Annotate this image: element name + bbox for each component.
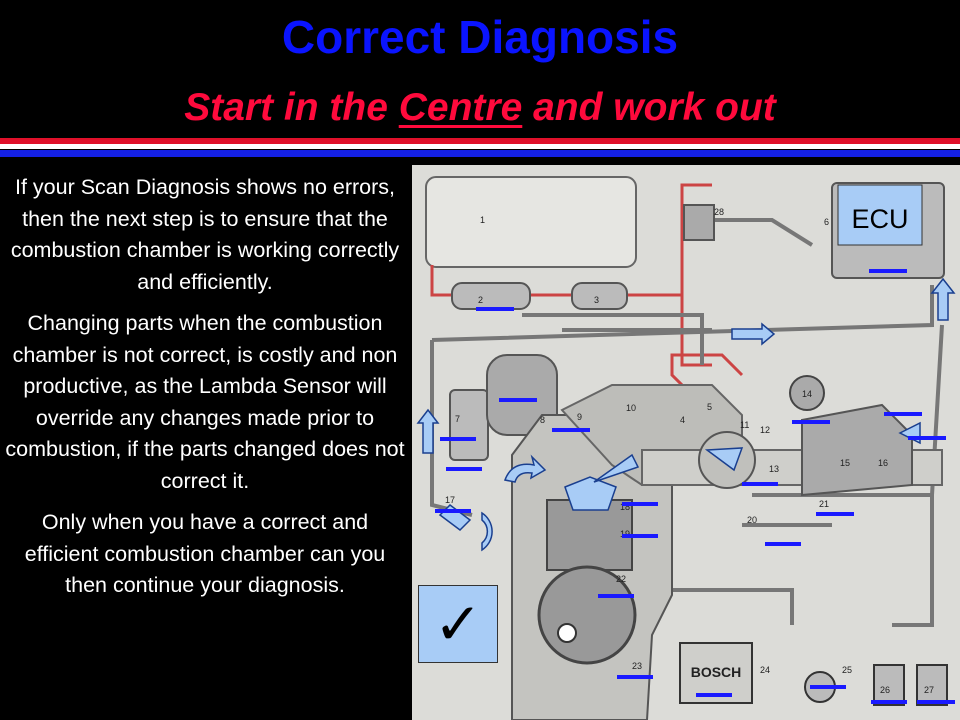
pentagon-icon (564, 476, 617, 511)
sensor-14 (789, 375, 825, 411)
label-23: 23 (632, 661, 642, 671)
fuel-pump (451, 282, 531, 310)
label-8: 8 (540, 415, 545, 425)
stripe-red (0, 138, 960, 144)
relay-26 (873, 664, 905, 706)
arrow-up-left-icon (416, 408, 440, 454)
label-6: 6 (824, 217, 829, 227)
ecu-label: ECU (851, 204, 908, 234)
checkmark-icon: ✓ (418, 585, 498, 663)
ecu-box (837, 184, 923, 246)
label-27: 27 (924, 685, 934, 695)
curved-arrow-icon (503, 454, 547, 483)
label-9: 9 (577, 412, 582, 422)
relay-27 (916, 664, 948, 706)
label-17: 17 (445, 495, 455, 505)
distributor (486, 354, 558, 436)
stripe-blue (0, 150, 960, 157)
slide-title: Correct Diagnosis (281, 11, 679, 63)
ignition-coil (449, 389, 489, 461)
label-16: 16 (878, 458, 888, 468)
label-10: 10 (626, 403, 636, 413)
label-26: 26 (880, 685, 890, 695)
label-3: 3 (594, 295, 599, 305)
label-28: 28 (714, 207, 724, 217)
label-15: 15 (840, 458, 850, 468)
subtitle-part-1: Start in the (184, 86, 399, 129)
pressure-regulator (683, 204, 715, 241)
arrow-right-icon (731, 322, 776, 346)
label-12: 12 (760, 425, 770, 435)
label-11: 11 (740, 420, 749, 430)
label-20: 20 (747, 515, 757, 525)
label-1: 1 (480, 215, 485, 225)
bosch-label: BOSCH (691, 664, 742, 680)
engine-system-diagram: BOSCH 1 2 3 4 5 6 7 8 9 10 11 12 13 14 1… (412, 165, 960, 720)
label-13: 13 (769, 464, 779, 474)
subtitle-underlined-word: Centre (398, 86, 523, 129)
label-2: 2 (478, 295, 483, 305)
arc-icon (481, 511, 493, 552)
component-numbers: 1 2 3 4 5 6 7 8 9 10 11 12 13 14 15 16 1… (445, 207, 934, 695)
label-4: 4 (680, 415, 685, 425)
marker-lines (435, 269, 955, 704)
label-22: 22 (616, 574, 626, 584)
triangle-left-icon (593, 453, 640, 483)
label-24: 24 (760, 665, 770, 675)
triangle-right-icon (704, 447, 744, 472)
paragraph-1: If your Scan Diagnosis shows no errors, … (10, 175, 400, 294)
label-25: 25 (842, 665, 852, 675)
subtitle-part-2: and work out (522, 86, 776, 129)
fuel-tank (425, 176, 637, 268)
paragraph-3: Only when you have a correct and efficie… (24, 510, 386, 597)
airflow-meter (801, 403, 913, 497)
label-5: 5 (707, 402, 712, 412)
stripe-white (0, 144, 960, 149)
fuel-filter (571, 282, 628, 310)
label-7: 7 (455, 414, 460, 424)
body-text: If your Scan Diagnosis shows no errors, … (4, 172, 406, 612)
slide-subtitle: Start in the Centre and work out (0, 86, 960, 130)
paragraph-2: Changing parts when the combustion chamb… (5, 311, 405, 493)
label-14: 14 (802, 389, 812, 399)
arrow-up-icon (930, 277, 956, 321)
label-21: 21 (819, 499, 829, 509)
label-18: 18 (620, 502, 630, 512)
